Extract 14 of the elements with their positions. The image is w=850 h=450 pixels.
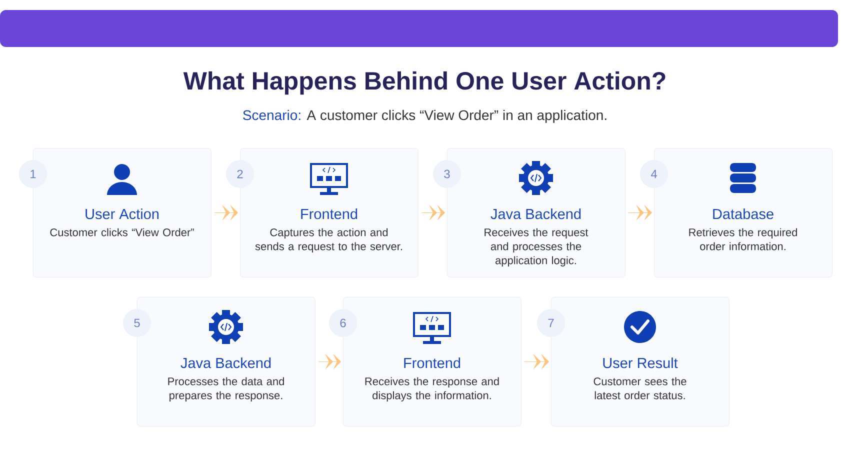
- step-number: 5: [123, 309, 151, 337]
- scenario-text: Scenario: A customer clicks “View Order” in an application.: [243, 110, 606, 123]
- chevron-arrow: [318, 354, 341, 369]
- step-number: 3: [433, 160, 461, 188]
- title: What Happens Behind One User Action?: [183, 71, 666, 95]
- chevron-arrow: [421, 206, 445, 220]
- chevron-arrow: [214, 206, 238, 220]
- chevron-arrow: [524, 354, 549, 369]
- step-number: 7: [537, 309, 565, 337]
- step-number: 6: [329, 309, 357, 337]
- step-number: 2: [226, 160, 254, 188]
- chevron-arrow: [628, 206, 652, 220]
- step-number: 1: [19, 160, 47, 188]
- step-number: 4: [640, 160, 668, 188]
